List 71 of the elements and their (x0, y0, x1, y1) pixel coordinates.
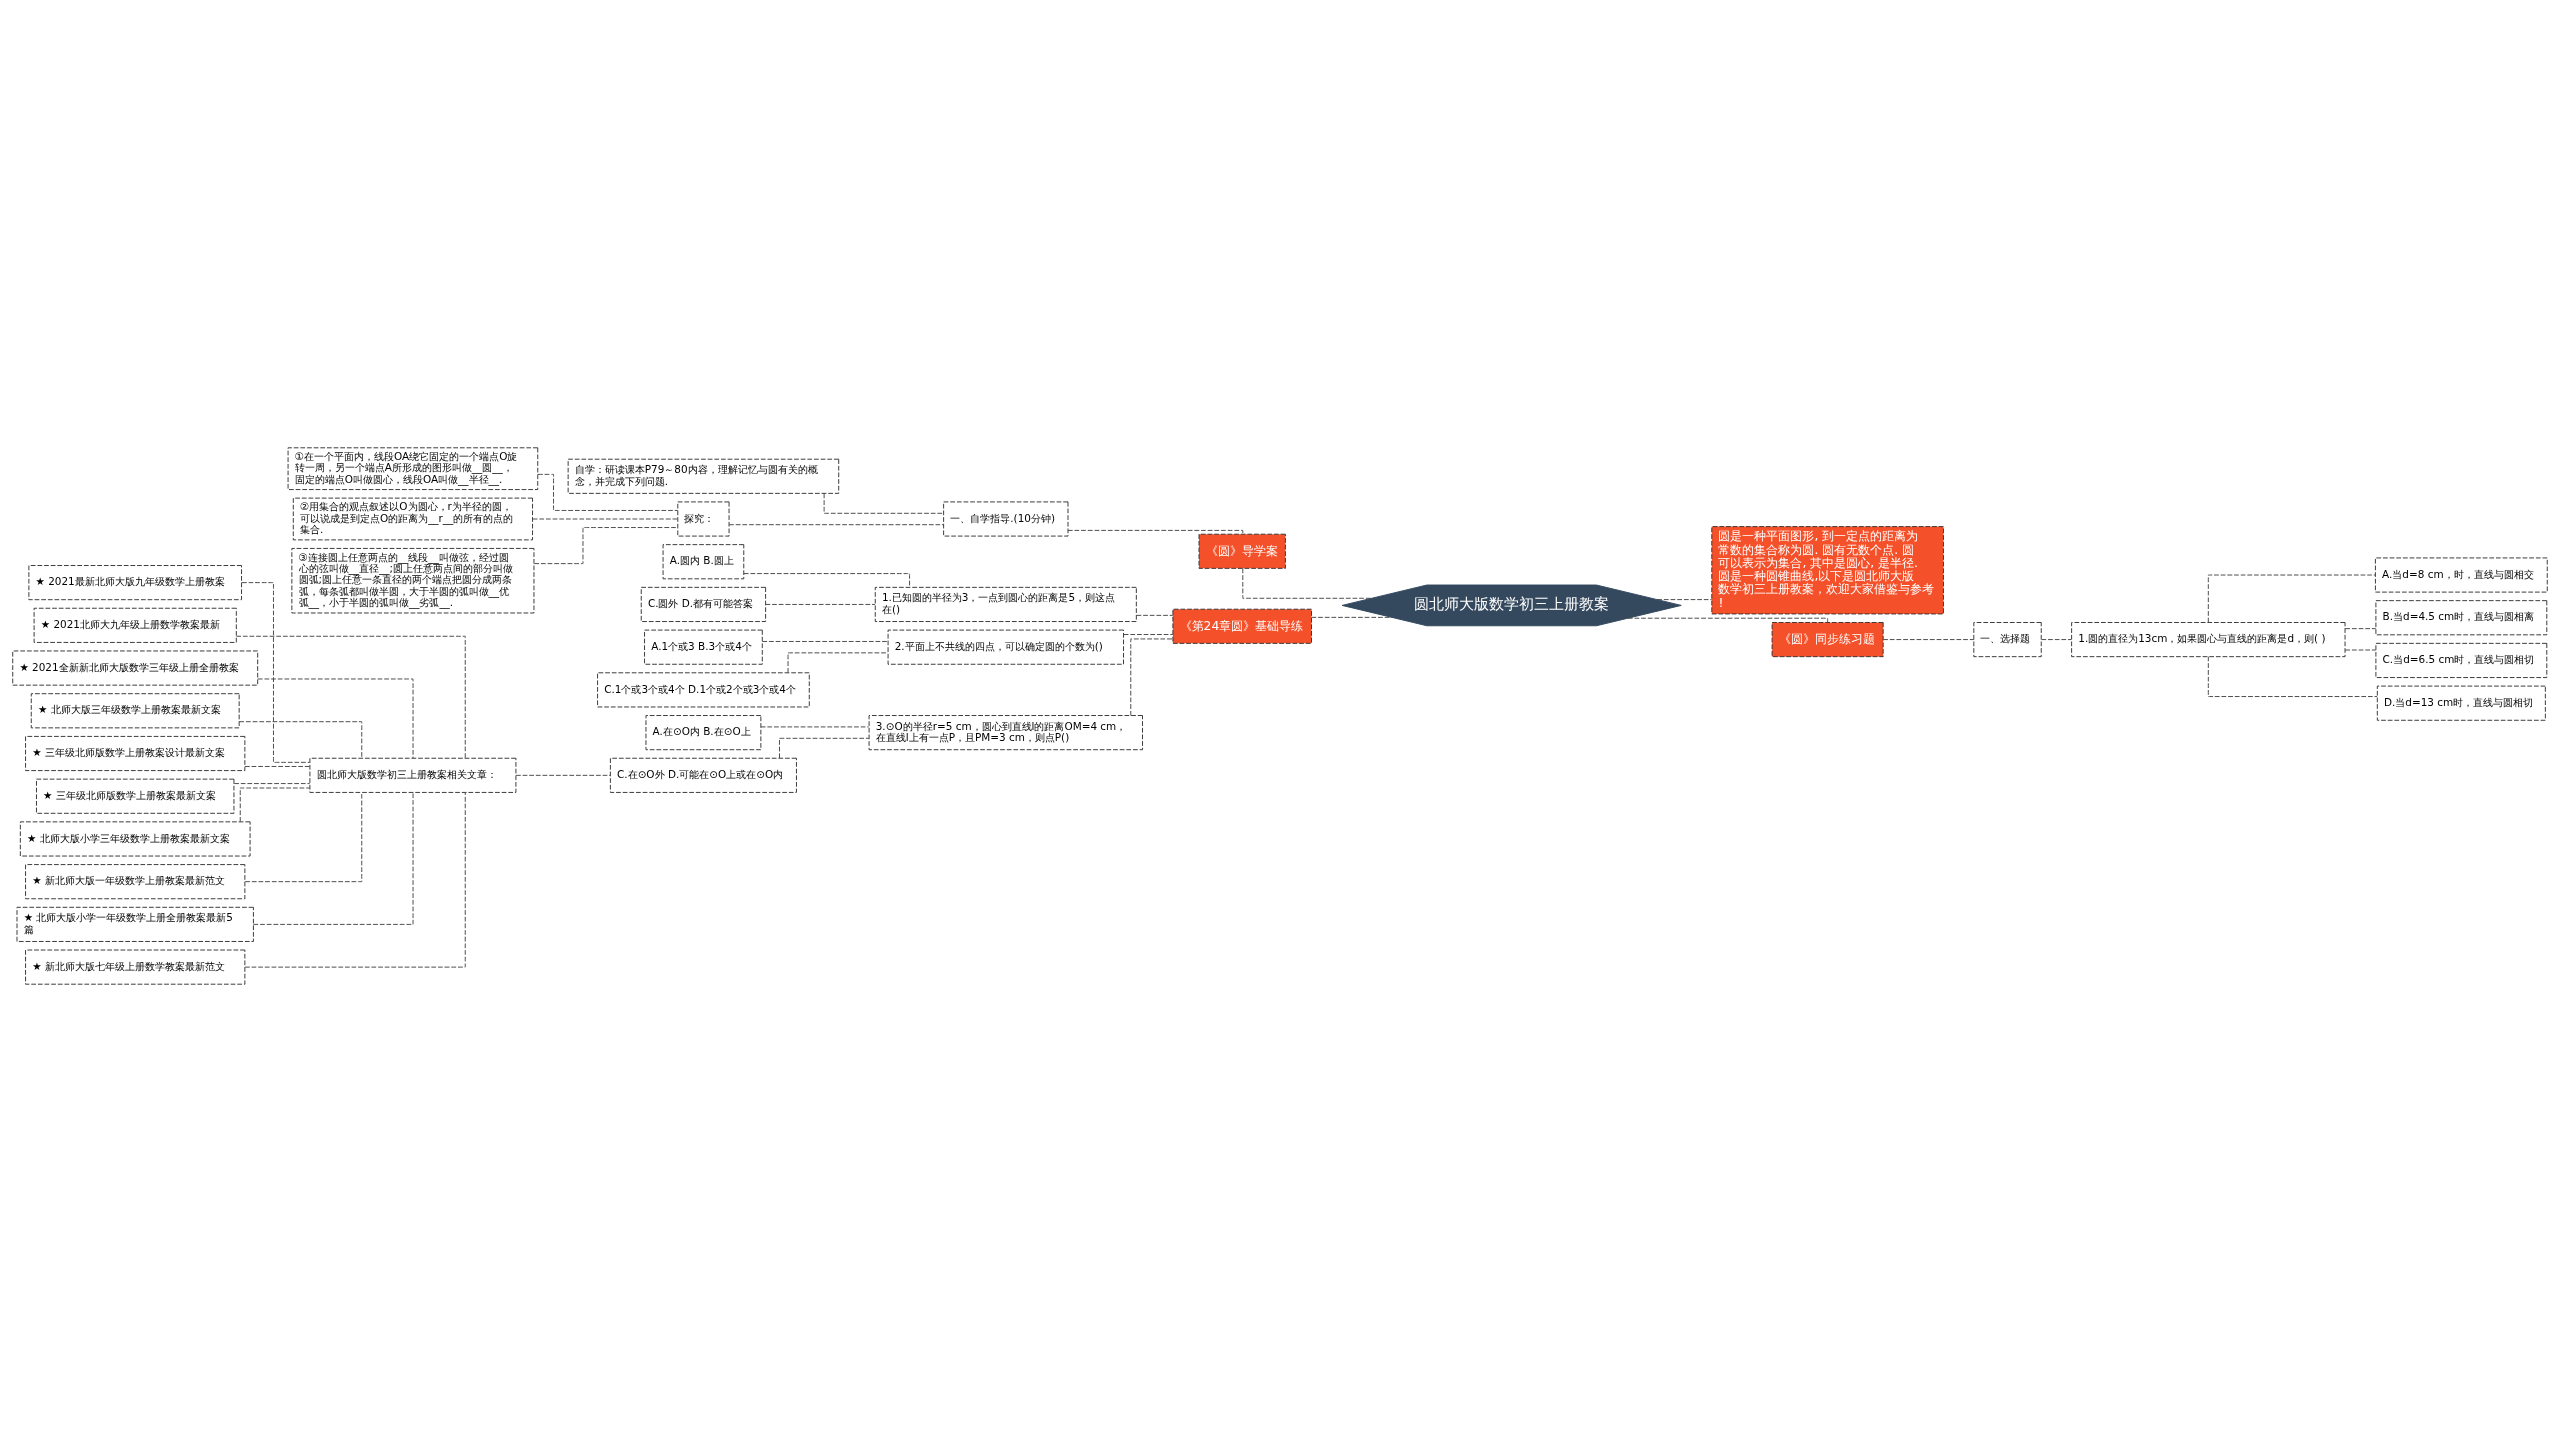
node-box: C.1个或3个或4个 D.1个或2个或3个或4个 (597, 671, 810, 707)
connector (761, 640, 889, 642)
connector (244, 791, 363, 882)
node-box: A.圆内 B.圆上 (662, 543, 745, 579)
connector (1627, 617, 1829, 623)
connector (2344, 649, 2377, 650)
node-box: 《第24章圆》基础导练 (1172, 608, 1312, 644)
node-box: ①在一个平面内，线段OA绕它固定的一个端点O旋转一周，另一个端点A所形成的图形叫做__圆__，固定的端点O叫做圆心，线段OA叫做__半径__. (287, 446, 539, 490)
node-box: ★ 北师大版小学三年级数学上册教案最新文案 (19, 820, 251, 856)
node-box: 2.平面上不共线的四点，可以确定圆的个数为() (887, 629, 1124, 665)
node-box: ★ 北师大版三年级数学上册教案最新文案 (30, 692, 240, 728)
connector (1882, 638, 1975, 640)
connector (779, 737, 870, 759)
node-box: 3.⊙O的半径r=5 cm，圆心到直线l的距离OM=4 cm，在直线l上有一点P，且PM=3 cm，则点P() (868, 714, 1143, 750)
node-box: 1.已知圆的半径为3，一点到圆心的距离是5，则这点在() (874, 586, 1137, 622)
connector (244, 791, 466, 968)
node-box: ③连接圆上任意两点的__线段__叫做弦，经过圆心的弦叫做__直径__;圆上任意两点间的部分叫做圆弧;圆上任意一条直径的两个端点把圆分成两条弧，每条弧都叫做半圆，大于半圆的弧叫做__优弧__，小于半圆的弧叫做__劣弧__. (291, 547, 535, 613)
node-box: ★ 三年级北师版数学上册教案最新文案 (36, 778, 235, 814)
connector (1311, 616, 1393, 618)
node-box: ★ 三年级北师版数学上册教案设计最新文案 (25, 735, 246, 771)
node-box: A.在⊙O内 B.在⊙O上 (645, 714, 762, 750)
node-box: 《圆》同步练习题 (1771, 621, 1884, 657)
connector (1067, 529, 1244, 534)
node-box: C.在⊙O外 D.可能在⊙O上或在⊙O内 (609, 757, 797, 793)
node-box: ★ 2021最新北师大版九年级数学上册教案 (28, 564, 242, 600)
connector (515, 774, 611, 776)
connector (257, 678, 414, 759)
node-box: A.当d=8 cm，时，直线与圆相交 (2374, 556, 2548, 593)
node-box: B.当d=4.5 cm时，直线与圆相离 (2375, 599, 2548, 635)
node-box: 圆是一种平面图形, 到一定点的距离为常数的集合称为圆. 圆有无数个点. 圆可以表示为集合, 其中是圆心, 是半径. 圆是一种圆锥曲线,以下是圆北师大版数学初三上册教案，欢迎大家借鉴与参考! (1711, 525, 1944, 614)
connector (2344, 627, 2377, 629)
connector (241, 581, 311, 763)
connector (252, 791, 414, 925)
node-box: ★ 2021全新新北师大版数学三年级上册全册教案 (12, 650, 259, 686)
node-box: A.1个或3 B.3个或4个 (644, 629, 763, 665)
connector (233, 782, 311, 784)
connector (787, 651, 889, 673)
connector (532, 518, 679, 519)
connector (238, 720, 363, 759)
connector (239, 787, 311, 822)
node-box: 圆北师大版数学初三上册教案相关文章： (309, 757, 517, 793)
connector (760, 725, 870, 727)
connector (765, 603, 876, 605)
connector (2207, 574, 2376, 623)
node-box: 一、选择题 (1973, 621, 2042, 657)
node-box: ★ 新北师大版一年级数学上册教案最新范文 (25, 863, 246, 899)
connector (1242, 567, 1372, 599)
connector (823, 492, 944, 514)
node-box: 一、自学指导.(10分钟) (943, 500, 1069, 537)
node-box: 1.圆的直径为13cm，如果圆心与直线的距离是d，则( ) (2071, 621, 2346, 657)
connector (1135, 614, 1174, 616)
connector (728, 523, 944, 525)
connector (743, 572, 911, 588)
node-box: ★ 新北师大版七年级上册数学教案最新范文 (25, 949, 246, 985)
connector (1656, 598, 1713, 600)
connector (1130, 637, 1174, 716)
connector (1123, 633, 1174, 635)
node-box: C.圆外 D.都有可能答案 (640, 586, 767, 622)
connector (2041, 638, 2072, 640)
node-box: 探究： (677, 500, 730, 537)
node-box: ★ 2021北师大九年级上册数学教案最新 (33, 607, 237, 643)
connector (244, 765, 311, 767)
node-box: ★ 北师大版小学一年级数学上册全册教案最新5篇 (16, 906, 254, 942)
node-box: C.当d=6.5 cm时，直线与圆相切 (2375, 642, 2548, 678)
connector (537, 473, 679, 511)
node-box: D.当d=13 cm时，直线与圆相切 (2376, 685, 2546, 721)
connector (533, 526, 679, 564)
connector (2207, 655, 2378, 697)
connector (236, 635, 466, 758)
node-box: 《圆》导学案 (1198, 533, 1286, 569)
node-box: 自学：研读课本P79～80内容，理解记忆与圆有关的概念，并完成下列问题. (567, 458, 840, 494)
